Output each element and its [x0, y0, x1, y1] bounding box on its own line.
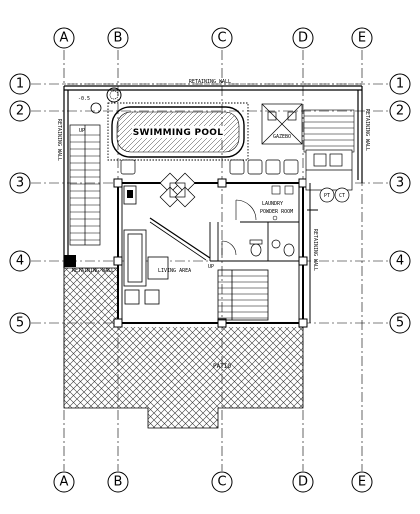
grid-bubble-1-right	[389, 73, 411, 95]
central-staircase	[217, 269, 269, 321]
patio-area	[63, 267, 304, 429]
grid-bubble-5-right	[389, 312, 411, 334]
grid-label-1-right: 1	[396, 77, 404, 92]
level-mark: -0.5	[78, 96, 90, 102]
right-lower-wall	[307, 183, 318, 323]
grid-label-3-right: 3	[396, 176, 404, 191]
grid-bubble-a-top	[53, 27, 75, 49]
swimming-pool-label: SWIMMING POOL	[133, 128, 224, 138]
grid-bubble-1-left	[9, 73, 31, 95]
grid-bubble-e-bottom	[351, 471, 373, 493]
grid-bubble-e-top	[351, 27, 373, 49]
grid-label-e-top: E	[358, 31, 366, 46]
grid-bubble-4-right	[389, 250, 411, 272]
grid-bubble-b-top	[107, 27, 129, 49]
retaining-wall-right-upper-label: RETAINING WALL	[364, 109, 370, 151]
grid-label-c-top: C	[217, 31, 226, 46]
grid-bubble-c-top	[211, 27, 233, 49]
swimming-pool	[111, 106, 245, 158]
grid-label-1-left: 1	[16, 77, 24, 92]
grid-label-2-right: 2	[396, 104, 404, 119]
retaining-wall-right-lower-label: RETAINING WALL	[312, 229, 318, 271]
patio-label: PATIO	[213, 363, 231, 370]
grid-bubble-2-right	[389, 100, 411, 122]
retaining-wall-mid-left-label: RETAINING WALL	[72, 268, 114, 274]
retaining-wall-top-label: RETAINING WALL	[189, 79, 231, 85]
laundry-label: LAUNDRY	[262, 201, 283, 207]
grid-bubble-a-bottom	[53, 471, 75, 493]
grid-label-b-bottom: B	[114, 475, 123, 490]
living-furniture	[123, 229, 169, 305]
d3-fixtures	[271, 185, 294, 195]
left-staircase	[69, 124, 101, 246]
grid-label-4-left: 4	[16, 254, 24, 269]
grid-label-a-top: A	[60, 31, 69, 46]
right-staircase	[303, 109, 355, 153]
pt-label: PT	[324, 193, 330, 199]
grid-label-d-top: D	[298, 31, 308, 46]
grid-label-2-left: 2	[16, 104, 24, 119]
grid-label-e-bottom: E	[358, 475, 366, 490]
stair-up-label: UP	[79, 128, 85, 134]
ct-label: CT	[339, 193, 345, 199]
retaining-wall-left-label: RETAINING WALL	[56, 119, 62, 161]
gazebo	[261, 103, 303, 145]
pool-loungers	[120, 159, 299, 175]
grid-label-4-right: 4	[396, 254, 404, 269]
door-swings	[221, 199, 257, 256]
stair-up-central-label: UP	[208, 264, 214, 270]
grid-label-c-bottom: C	[217, 475, 226, 490]
interior-walls	[117, 182, 304, 324]
grid-bubble-3-left	[9, 172, 31, 194]
grid-bubble-c-bottom	[211, 471, 233, 493]
pool-deck-edge	[107, 102, 249, 161]
grid-bubble-d-bottom	[292, 471, 314, 493]
grid-bubble-d-top	[292, 27, 314, 49]
grid-label-b-top: B	[114, 31, 123, 46]
dining-set	[159, 172, 196, 208]
utility-tanks	[305, 149, 353, 203]
grid-label-d-bottom: D	[298, 475, 308, 490]
powder-room-label: POWDER ROOM	[260, 209, 293, 215]
grid-bubble-2-left	[9, 100, 31, 122]
structural-columns	[113, 178, 308, 328]
grid-label-5-left: 5	[16, 316, 24, 331]
grid-label-3-left: 3	[16, 176, 24, 191]
grid-bubble-3-right	[389, 172, 411, 194]
grid-bubble-b-bottom	[107, 471, 129, 493]
grid-bubble-5-left	[9, 312, 31, 334]
grid-label-5-right: 5	[396, 316, 404, 331]
living-area-label: LIVING AREA	[158, 268, 191, 274]
plant-icon-small	[90, 102, 102, 114]
grid-label-a-bottom: A	[60, 475, 69, 490]
wc-fixtures	[249, 239, 295, 257]
retaining-walls	[63, 85, 363, 268]
gazebo-label: GAZEBO	[273, 134, 291, 140]
grid-bubble-4-left	[9, 250, 31, 272]
column-a4	[64, 255, 76, 267]
plant-icon	[106, 87, 122, 103]
